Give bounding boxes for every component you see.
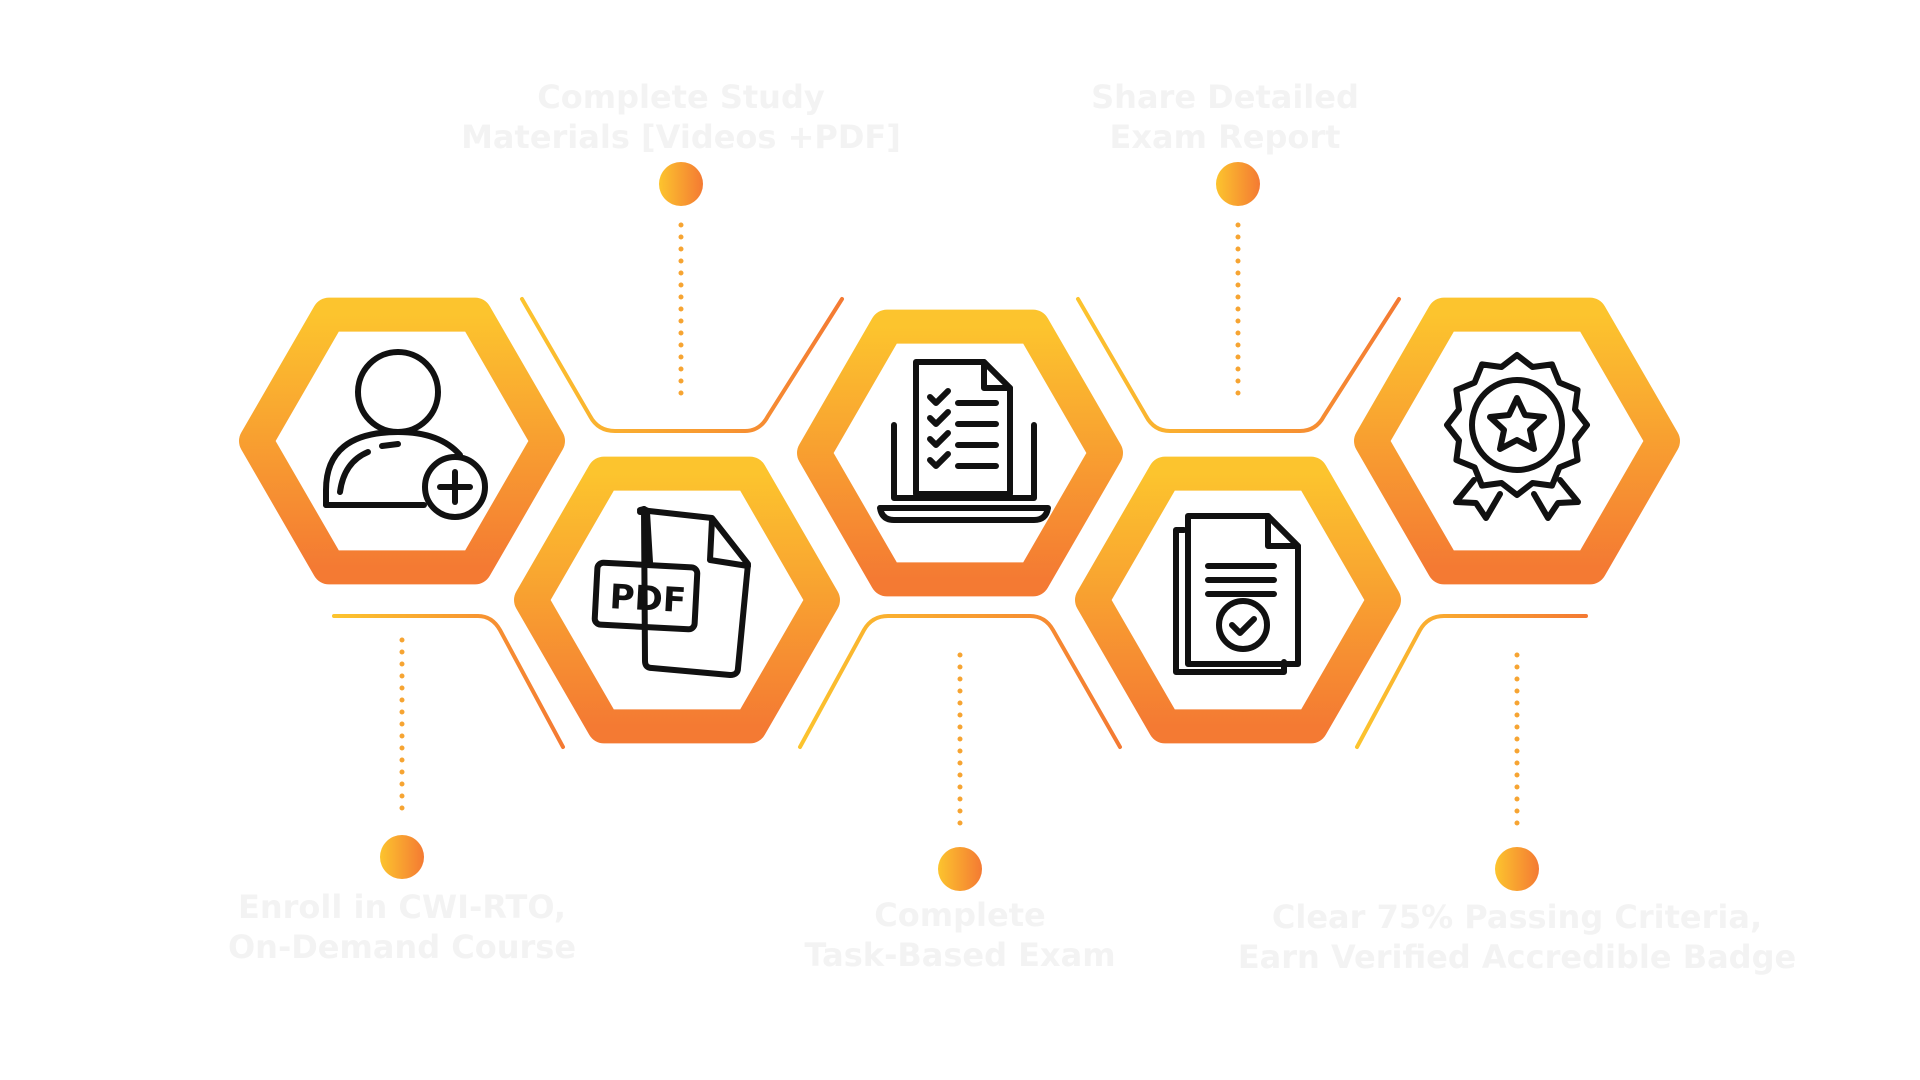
add-user-icon bbox=[323, 349, 488, 520]
document-check-icon bbox=[1173, 513, 1301, 675]
connector-line bbox=[1076, 297, 1401, 433]
award-badge-icon bbox=[1444, 352, 1590, 521]
connector-lines bbox=[332, 297, 1588, 749]
step-label-line: Complete Study bbox=[537, 78, 825, 116]
connector-line bbox=[520, 297, 844, 433]
step-dot bbox=[659, 162, 703, 206]
step-dot bbox=[938, 847, 982, 891]
step-label-line: Clear 75% Passing Criteria, bbox=[1272, 898, 1762, 936]
step-dot bbox=[1216, 162, 1260, 206]
pdf-file-icon bbox=[591, 506, 751, 678]
connector-line bbox=[798, 614, 1122, 749]
step-dot bbox=[380, 835, 424, 879]
hexagon-pdf-file bbox=[514, 456, 840, 744]
step-label-line: Earn Verified Accredible Badge bbox=[1238, 938, 1796, 976]
dotted-leaders bbox=[399, 222, 1520, 835]
hexagons bbox=[239, 297, 1680, 744]
step-label-line: On-Demand Course bbox=[228, 928, 576, 966]
step-label-line: Exam Report bbox=[1110, 118, 1341, 156]
step-label-line: Task-Based Exam bbox=[804, 936, 1115, 974]
laptop-checklist-icon bbox=[877, 359, 1051, 523]
connector-line bbox=[332, 614, 565, 749]
step-labels: Enroll in CWI-RTO, On-Demand Course Comp… bbox=[228, 78, 1796, 976]
step-dot bbox=[1495, 847, 1539, 891]
step-label-line: Share Detailed bbox=[1091, 78, 1359, 116]
svg-text:PDF: PDF bbox=[609, 577, 687, 621]
step-dots bbox=[380, 162, 1539, 891]
step-label-line: Enroll in CWI-RTO, bbox=[238, 888, 566, 926]
connector-line bbox=[1355, 614, 1588, 749]
step-label-line: Complete bbox=[874, 896, 1045, 934]
step-label-line: Materials [Videos +PDF] bbox=[461, 118, 901, 156]
